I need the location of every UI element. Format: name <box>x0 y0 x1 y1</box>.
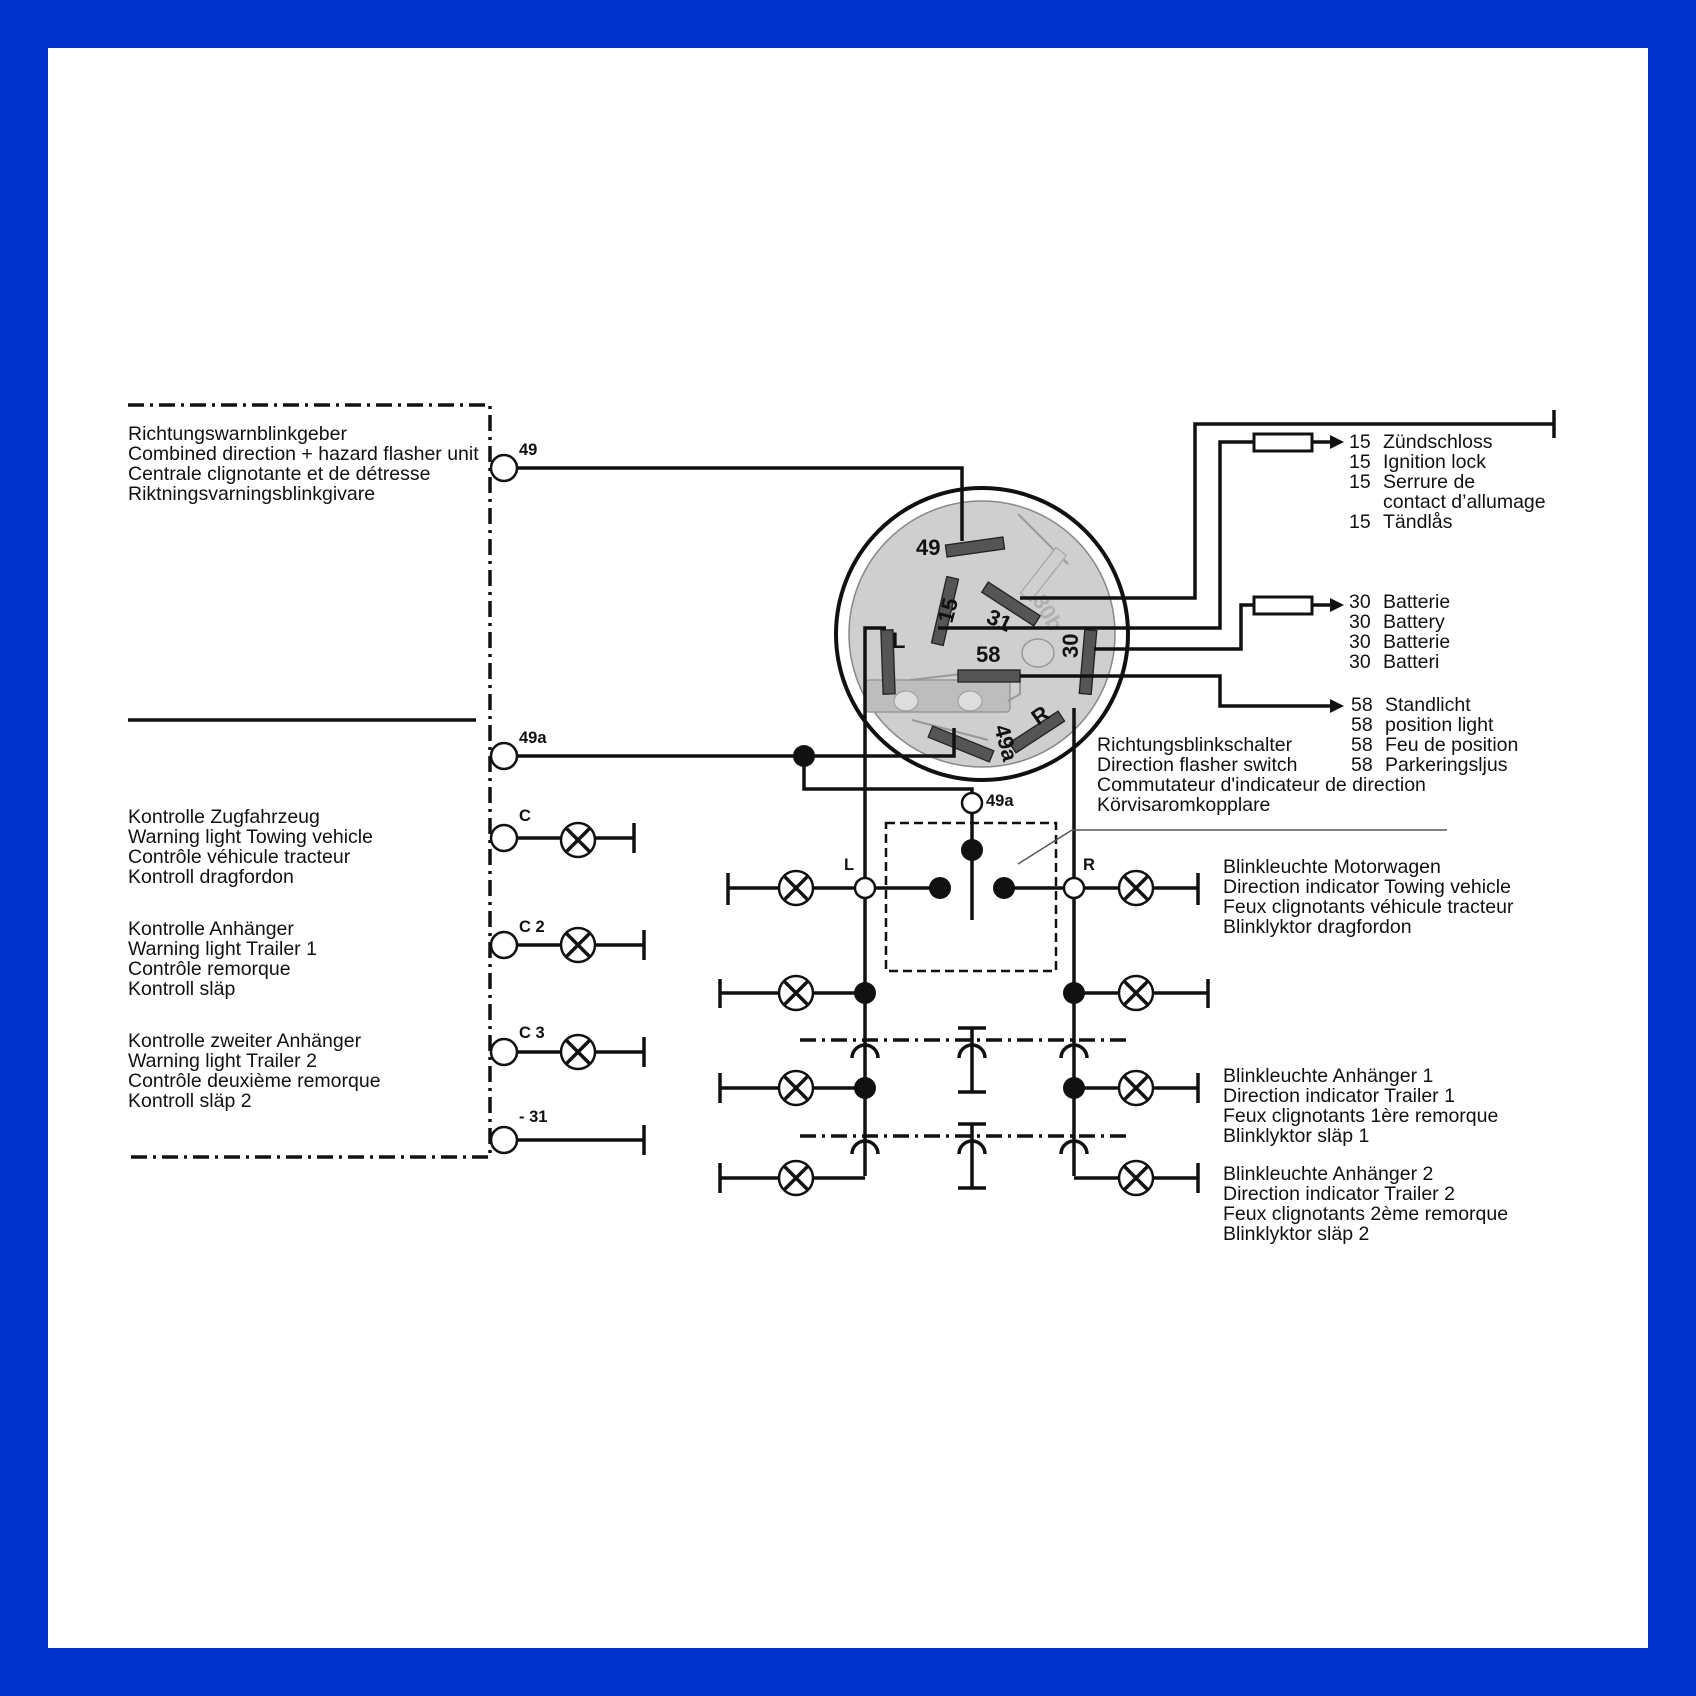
flasher-unit-box <box>128 403 492 1159</box>
warning-light-trailer1 <box>517 926 646 964</box>
trailer-connectors <box>800 1026 1130 1190</box>
warning-light-trailer1-label: Kontrolle Anhänger Warning light Trailer… <box>128 918 322 1000</box>
switch-terminal-49a <box>960 791 984 815</box>
diagram-canvas: Richtungswarnblinkgeber Combined directi… <box>48 48 1648 1648</box>
indicator-trailer1-label: Blinkleuchte Anhänger 1 Direction indica… <box>1223 1065 1504 1147</box>
pin-30 <box>1078 628 1098 696</box>
terminal-49a-label: 49a <box>519 729 547 747</box>
switch-terminal-L-label: L <box>844 856 854 874</box>
pin-49 <box>944 536 1006 558</box>
warning-light-trailer2 <box>517 1033 646 1071</box>
switch-terminal-L <box>853 876 877 900</box>
ground-31 <box>517 1125 646 1155</box>
pin-58-label: 58 <box>976 642 1000 667</box>
switch-terminal-R <box>1062 876 1086 900</box>
terminal-31-label: - 31 <box>519 1108 547 1126</box>
warning-light-towing <box>517 821 636 859</box>
indicator-lamps-right <box>1063 869 1210 1197</box>
switch-terminal-R-label: R <box>1083 856 1095 874</box>
pin-31 <box>980 581 1042 627</box>
terminal-49-label: 49 <box>519 441 537 459</box>
pin-R <box>1008 710 1066 754</box>
pin-30-label: 30 <box>1058 634 1083 658</box>
pin-L <box>880 629 896 695</box>
terminal-c3-label: C 3 <box>519 1024 545 1042</box>
terminal-c2-label: C 2 <box>519 918 545 936</box>
terminal-c3 <box>489 1037 519 1067</box>
pin-49-label: 49 <box>916 535 940 560</box>
terminal-c <box>489 823 519 853</box>
indicator-lamps-left <box>718 869 876 1197</box>
terminal-49a <box>489 741 519 771</box>
terminal-49 <box>489 453 519 483</box>
indicator-trailer2-label: Blinkleuchte Anhänger 2 Direction indica… <box>1223 1163 1514 1245</box>
pin-49a <box>927 725 995 763</box>
direction-switch <box>865 802 1447 973</box>
pin-L-label: L <box>892 628 905 653</box>
terminal-c2 <box>489 930 519 960</box>
terminal-31 <box>489 1125 519 1155</box>
warning-light-towing-label: Kontrolle Zugfahrzeug Warning light Towi… <box>128 806 378 888</box>
switch-terminal-49a-label: 49a <box>986 792 1014 810</box>
warning-light-trailer2-label: Kontrolle zweiter Anhänger Warning light… <box>128 1030 386 1112</box>
pin-58 <box>957 669 1021 683</box>
direction-switch-label: Richtungsblinkschalter Direction flasher… <box>1097 734 1431 816</box>
wiring-diagram: Richtungswarnblinkgeber Combined directi… <box>128 403 1556 1245</box>
indicator-motor-label: Blinkleuchte Motorwagen Direction indica… <box>1223 856 1519 938</box>
flasher-unit-label: Richtungswarnblinkgeber Combined directi… <box>128 423 484 505</box>
terminal-c-label: C <box>519 807 531 825</box>
